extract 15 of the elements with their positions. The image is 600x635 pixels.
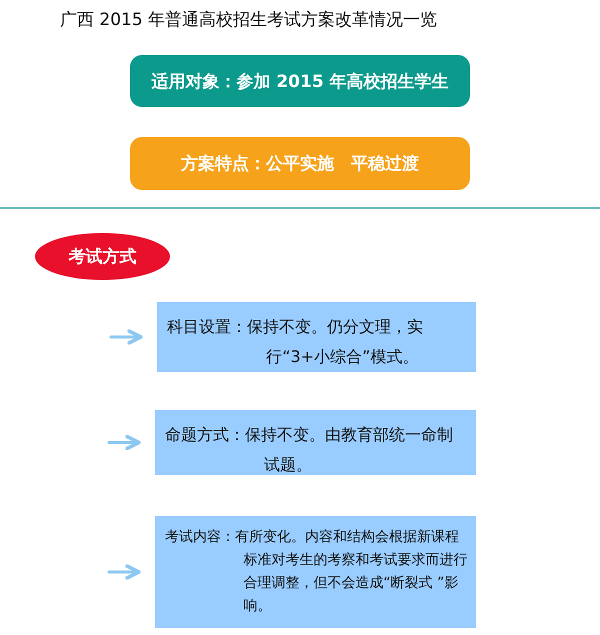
arrow (110, 329, 143, 345)
node-text: 适用对象：参加 2015 年高校招生学生 (151, 70, 449, 92)
feature-banner (130, 137, 470, 190)
info-box (155, 516, 476, 628)
node-text: 命题方式：保持不变。由教育部统一命制试题。 (165, 424, 454, 476)
target-banner (130, 55, 470, 107)
info-box (157, 302, 476, 372)
info-box (155, 410, 476, 475)
node-text: 考试内容：有所变化。内容和结构会根据新课程标准对考生的考察和考试要求而进行合理调整，但不会造成“断裂式 ”影响。 (165, 528, 468, 616)
diagram-title: 广西 2015 年普通高校招生考试方案改革情况一览 (60, 9, 438, 31)
node-text: 方案特点：公平实施 平稳过渡 (181, 153, 419, 175)
arrow (108, 564, 141, 580)
node-text: 科目设置：保持不变。仍分文理，实行“3+小综合”模式。 (167, 316, 424, 368)
arrow (108, 434, 141, 450)
node-text: 考试方式 (68, 246, 136, 268)
